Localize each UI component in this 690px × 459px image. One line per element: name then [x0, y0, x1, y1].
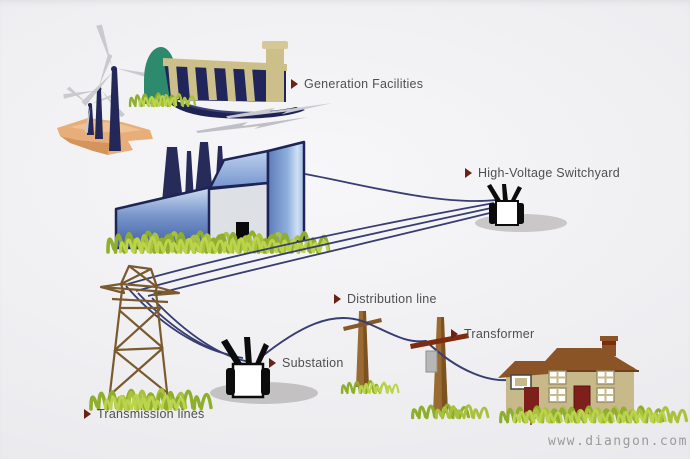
distribution-wire — [259, 316, 515, 382]
distribution-pole-icon — [343, 311, 382, 387]
lightning-icon — [196, 103, 333, 133]
arrow-right-icon — [451, 329, 458, 339]
arrow-right-icon — [84, 409, 91, 419]
label-transmission-lines: Transmission lines — [84, 407, 205, 421]
power-lines — [127, 173, 499, 297]
label-text: Generation Facilities — [304, 77, 424, 91]
switchyard-icon — [475, 184, 567, 232]
label-high-voltage-switchyard: High-Voltage Switchyard — [465, 166, 620, 180]
transmission-tower-icon — [99, 264, 181, 402]
grass-tuft — [340, 379, 490, 420]
label-text: High-Voltage Switchyard — [478, 166, 620, 180]
arrow-right-icon — [269, 358, 276, 368]
watermark: www.diangon.com — [548, 434, 688, 449]
label-distribution-line: Distribution line — [334, 292, 437, 306]
label-transformer: Transformer — [451, 327, 534, 341]
hydroelectric-dam-icon — [128, 41, 305, 119]
power-plant-icon — [106, 140, 331, 254]
substation-icon — [210, 337, 318, 404]
arrow-right-icon — [334, 294, 341, 304]
arrow-right-icon — [465, 168, 472, 178]
label-text: Distribution line — [347, 292, 437, 306]
wind-turbines-icon — [57, 22, 170, 151]
arrow-right-icon — [291, 79, 298, 89]
label-text: Substation — [282, 356, 344, 370]
house-window — [510, 374, 532, 390]
label-generation-facilities: Generation Facilities — [291, 77, 423, 91]
label-text: Transmission lines — [97, 407, 205, 421]
label-substation: Substation — [269, 356, 344, 370]
sand-path — [57, 118, 153, 155]
label-text: Transformer — [464, 327, 535, 341]
house-icon — [498, 336, 689, 425]
